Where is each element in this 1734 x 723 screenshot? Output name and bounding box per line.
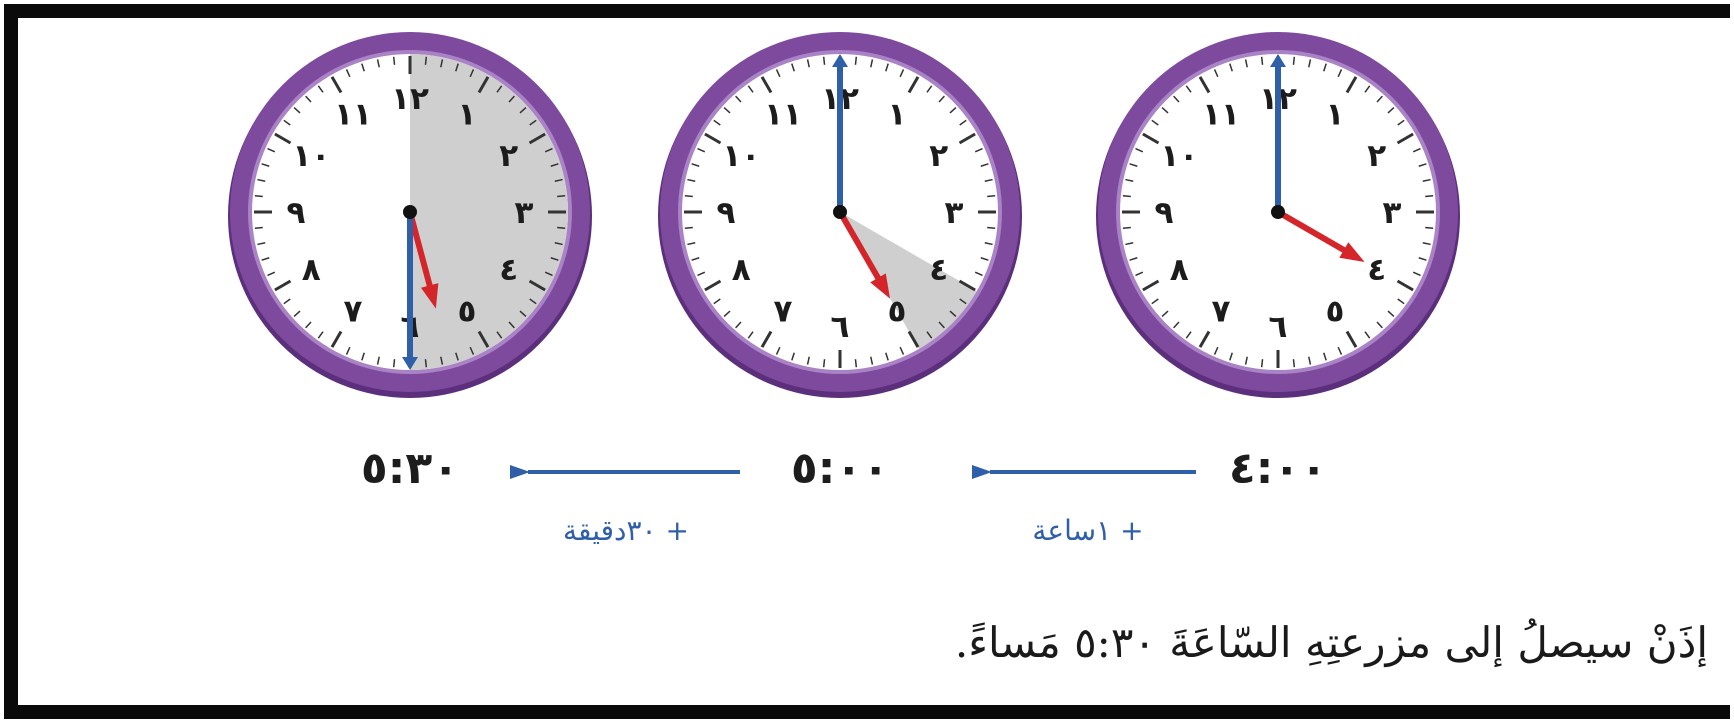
time-label-5-00: ٥:٠٠ [791, 443, 889, 494]
center-pin [403, 205, 417, 219]
clock-numeral: ٤ [499, 252, 518, 288]
clock-numeral: ٧ [774, 294, 793, 330]
minute-tick [824, 359, 825, 367]
clock-numeral: ٥ [458, 294, 477, 330]
clock-numeral: ٩ [287, 195, 306, 231]
minute-tick [987, 227, 995, 228]
clock-numeral: ٢ [1367, 138, 1386, 174]
clock-numeral: ٢ [499, 138, 518, 174]
minute-tick [394, 359, 395, 367]
minute-tick [1262, 359, 1263, 367]
clock-numeral: ٤ [929, 252, 948, 288]
minute-tick [1123, 196, 1131, 197]
minute-tick [425, 359, 426, 367]
minute-tick [557, 196, 565, 197]
clock-numeral: ٩ [717, 195, 736, 231]
clock-numeral: ١٠ [292, 138, 330, 174]
clock-5-00: ١٢١٢٣٤٥٦٧٨٩١٠١١ [658, 32, 1022, 398]
time-label-5-30: ٥:٣٠ [361, 443, 459, 494]
minute-tick [855, 359, 856, 367]
clock-numeral: ١١ [764, 96, 802, 132]
center-pin [1271, 205, 1285, 219]
clock-numeral: ٧ [344, 294, 363, 330]
clock-numeral: ٨ [1170, 252, 1189, 288]
minute-tick [1262, 57, 1263, 65]
minute-tick [685, 227, 693, 228]
step-label-plus-30-minutes: + ٣٠دقيقة [563, 514, 689, 547]
minute-tick [557, 227, 565, 228]
minute-tick [255, 227, 263, 228]
clock-numeral: ١٢ [391, 81, 429, 117]
clock-numeral: ١٠ [1160, 138, 1198, 174]
time-label-4-00: ٤:٠٠ [1229, 443, 1327, 494]
clock-numeral: ١ [1326, 96, 1345, 132]
clock-numeral: ٨ [302, 252, 321, 288]
minute-tick [1123, 227, 1131, 228]
clock-numeral: ١١ [334, 96, 372, 132]
clock-numeral: ٣ [1383, 195, 1402, 231]
clock-4-00: ١٢١٢٣٤٥٦٧٨٩١٠١١ [1096, 32, 1460, 398]
clock-numeral: ٨ [732, 252, 751, 288]
minute-tick [425, 57, 426, 65]
minute-tick [685, 196, 693, 197]
minute-tick [1425, 196, 1433, 197]
clock-numeral: ٤ [1367, 252, 1386, 288]
clock-numeral: ١ [888, 96, 907, 132]
minute-tick [255, 196, 263, 197]
minute-tick [1293, 359, 1294, 367]
clock-numeral: ٦ [1269, 309, 1288, 345]
clock-numeral: ٥ [888, 294, 907, 330]
clock-5-30: ١٢١٢٣٤٥٦٧٨٩١٠١١ [228, 32, 592, 398]
clock-numeral: ١٠ [722, 138, 760, 174]
clock-numeral: ٣ [945, 195, 964, 231]
center-pin [833, 205, 847, 219]
minute-tick [987, 196, 995, 197]
conclusion-sentence: إذَنْ سيصلُ إلى مزرعتِهِ السّاعَةَ ٥:٣٠ … [955, 618, 1708, 667]
clock-numeral: ٧ [1212, 294, 1231, 330]
clock-numeral: ٥ [1326, 294, 1345, 330]
clock-numeral: ٦ [831, 309, 850, 345]
minute-tick [855, 57, 856, 65]
clock-numeral: ٢ [929, 138, 948, 174]
minute-tick [1425, 227, 1433, 228]
minute-tick [1293, 57, 1294, 65]
clock-numeral: ٣ [515, 195, 534, 231]
clock-numeral: ١١ [1202, 96, 1240, 132]
clock-numeral: ١ [458, 96, 477, 132]
step-label-plus-hour: + ١ساعة [1032, 514, 1143, 547]
minute-tick [824, 57, 825, 65]
clock-numeral: ٩ [1155, 195, 1174, 231]
minute-tick [394, 57, 395, 65]
